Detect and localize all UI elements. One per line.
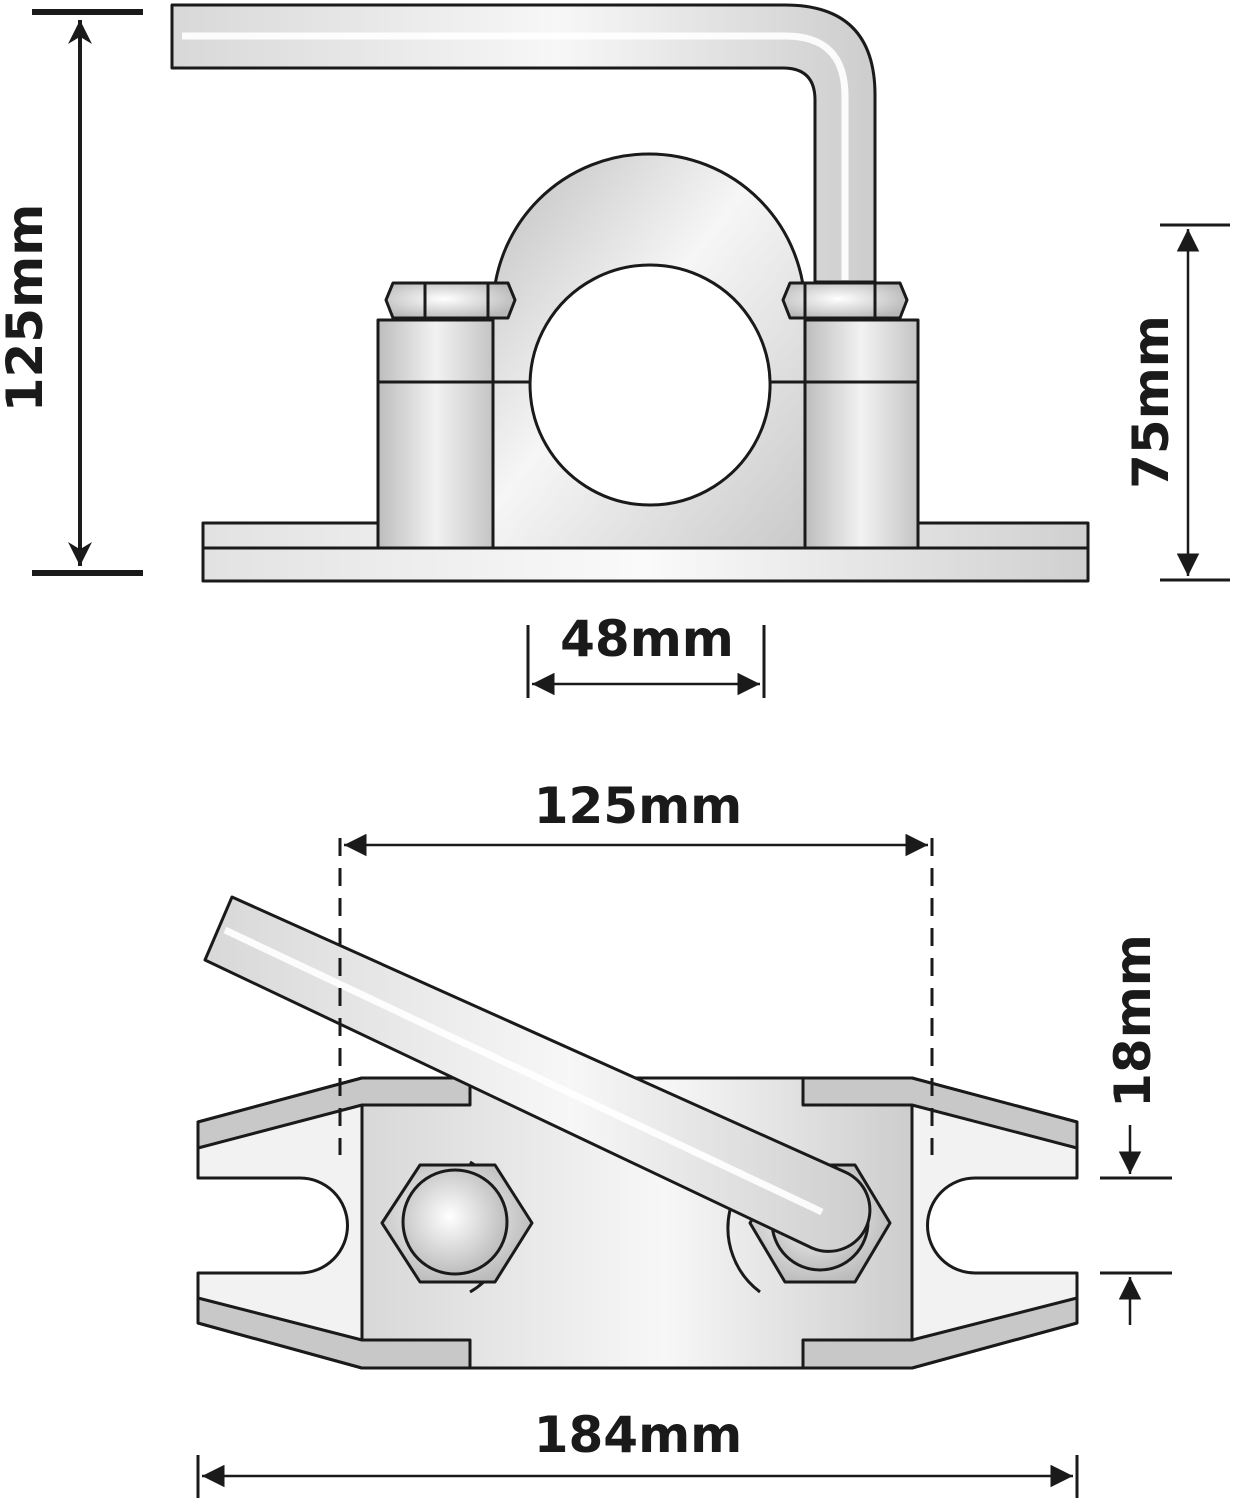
top-right-flange [801,1076,1079,1370]
side-left-nut [384,281,517,320]
label-overall-height: 125mm [0,204,54,413]
side-saddle-body [491,152,807,550]
label-bore-diameter: 48mm [560,610,734,668]
top-left-flange [196,1076,472,1370]
dim-bore-diameter: 48mm [526,610,766,698]
label-slot-width: 18mm [1104,934,1162,1108]
side-view: 125mm 75mm 48mm [0,3,1230,698]
dim-bolt-spacing: 125mm [338,777,934,1155]
side-handle [170,3,877,284]
dim-overall-length: 184mm [196,1406,1079,1498]
label-bolt-spacing: 125mm [534,777,743,835]
top-handle [203,895,872,1253]
dim-clamp-height: 75mm [1122,223,1230,582]
top-view: 125mm 18mm 184mm [196,777,1172,1498]
dim-slot-width: 18mm [1100,934,1172,1325]
side-right-nut [781,281,909,320]
label-overall-length: 184mm [534,1406,743,1464]
label-clamp-height: 75mm [1122,315,1180,489]
side-left-block [376,318,495,550]
top-left-nut [380,1160,534,1294]
dim-overall-height: 125mm [0,9,143,576]
side-right-block [803,318,920,550]
